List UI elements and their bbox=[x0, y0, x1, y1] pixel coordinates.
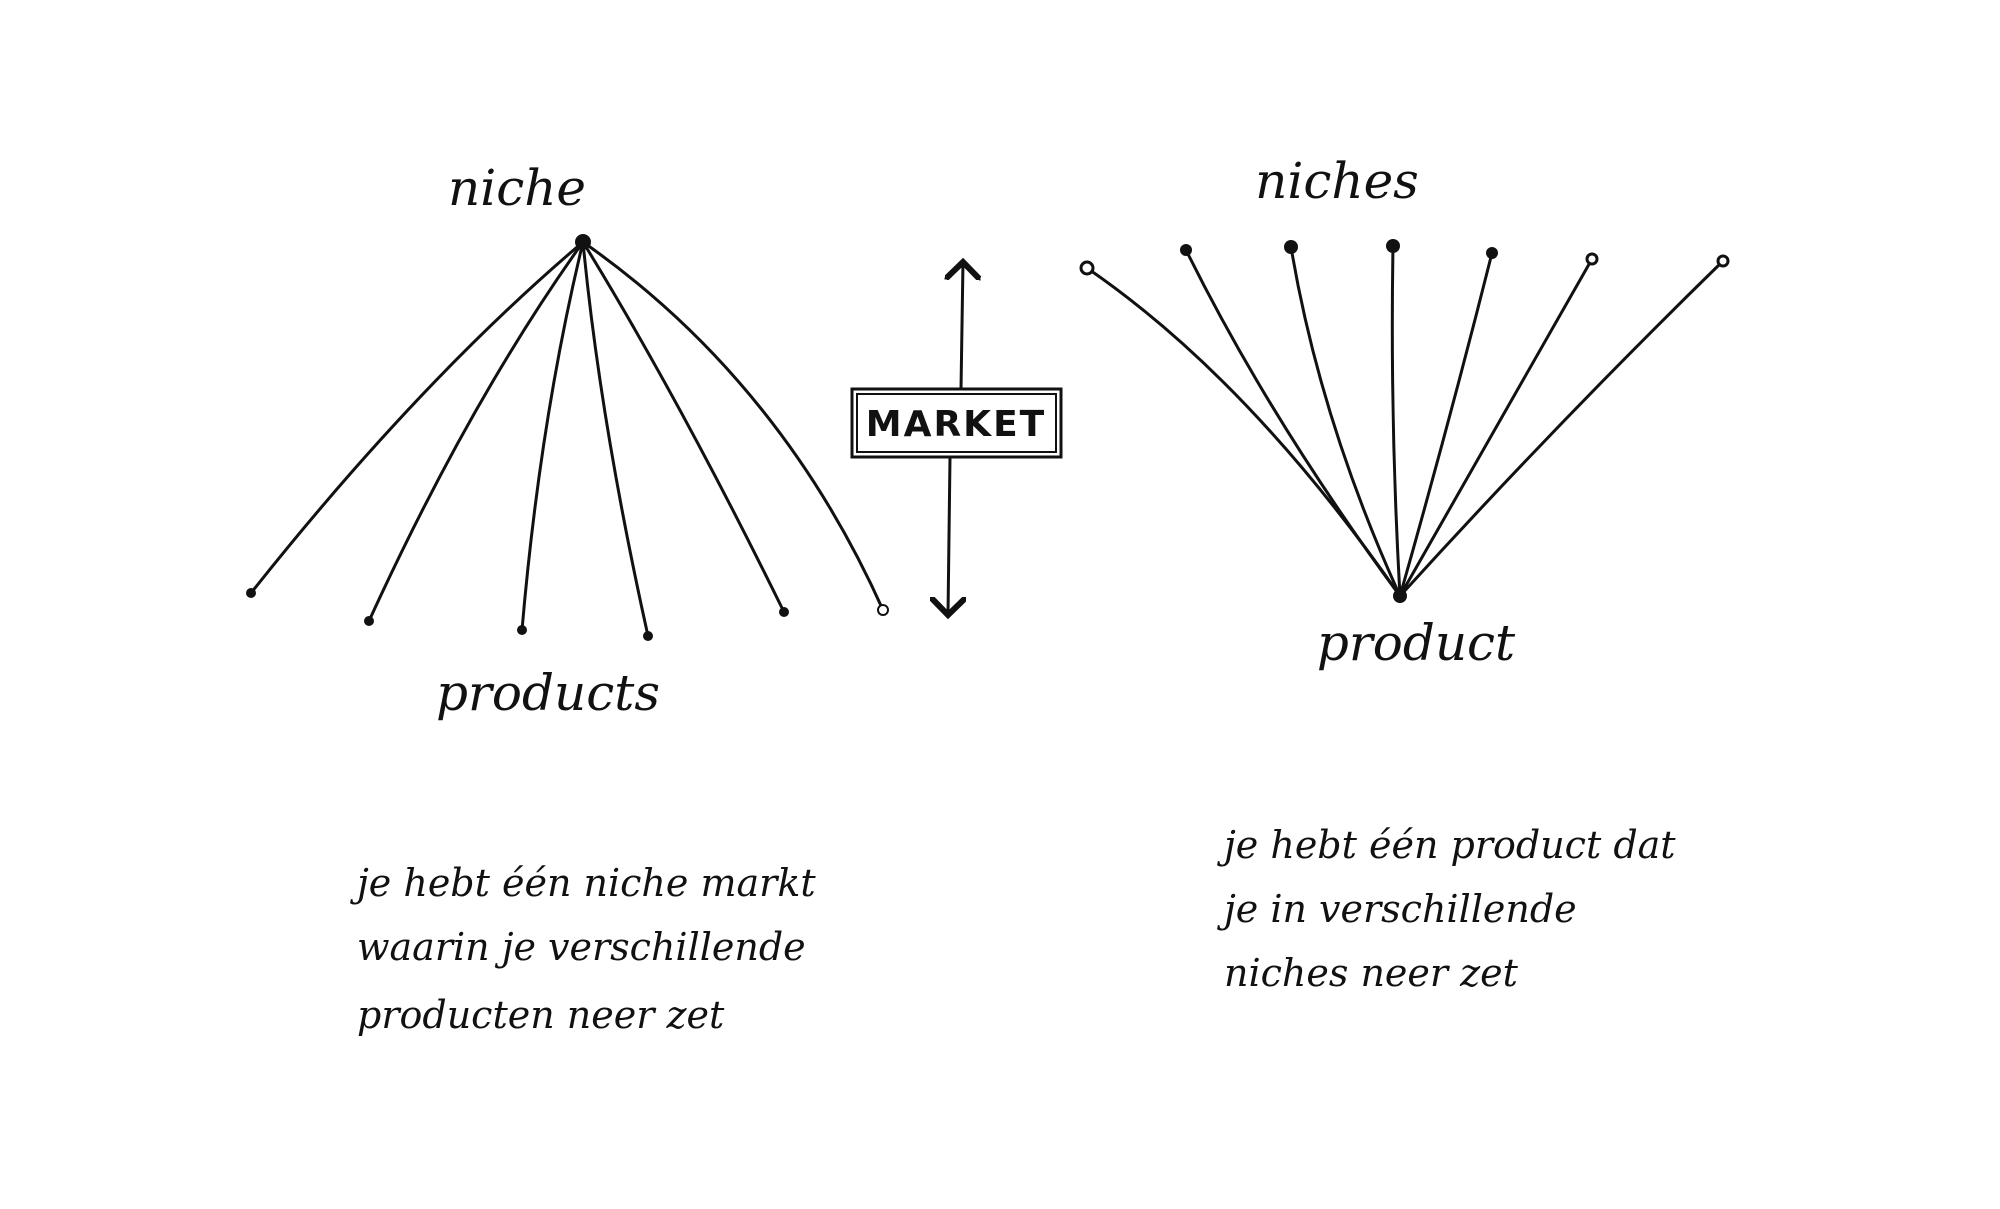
niche-node bbox=[1284, 240, 1298, 254]
product-node bbox=[877, 604, 889, 616]
right-note-line: niches neer zet bbox=[1224, 951, 1519, 995]
left-note-line: waarin je verschillende bbox=[357, 925, 806, 969]
edge bbox=[1085, 266, 1402, 598]
edge bbox=[249, 240, 585, 595]
right-diagram bbox=[1085, 244, 1725, 598]
arrow-up bbox=[961, 262, 963, 390]
niche-node bbox=[1180, 244, 1192, 256]
niche-node bbox=[1716, 254, 1730, 268]
product-node bbox=[1393, 589, 1407, 603]
niche-node bbox=[1386, 239, 1400, 253]
edge bbox=[581, 240, 650, 638]
product-node bbox=[246, 588, 256, 598]
right-note-line: je in verschillende bbox=[1217, 887, 1577, 931]
niches-label: niches bbox=[1255, 152, 1419, 210]
niche-label: niche bbox=[448, 159, 586, 217]
edge bbox=[1398, 251, 1494, 598]
edge bbox=[1289, 245, 1402, 598]
niche-node bbox=[1486, 247, 1498, 259]
market-box bbox=[850, 387, 1063, 459]
left-nodes bbox=[246, 234, 889, 641]
arrow-down bbox=[948, 456, 950, 615]
products-label: products bbox=[436, 664, 660, 722]
product-node bbox=[517, 625, 527, 635]
right-note-line: je hebt één product dat bbox=[1217, 823, 1676, 867]
edge bbox=[581, 240, 786, 614]
edge bbox=[1390, 244, 1402, 598]
edge bbox=[1398, 257, 1594, 598]
product-node bbox=[643, 631, 653, 641]
edge bbox=[1184, 248, 1402, 598]
left-note-line: producten neer zet bbox=[357, 993, 725, 1037]
niche-node bbox=[1585, 252, 1599, 266]
edge bbox=[581, 240, 885, 612]
niche-node bbox=[1079, 260, 1095, 276]
product-label: product bbox=[1317, 614, 1516, 672]
edge bbox=[1398, 259, 1725, 598]
edge bbox=[367, 240, 585, 623]
left-note-line: je hebt één niche markt bbox=[350, 861, 816, 905]
product-node bbox=[364, 616, 374, 626]
market-axis bbox=[850, 262, 1063, 615]
right-nodes bbox=[1079, 239, 1730, 603]
left-diagram bbox=[249, 240, 885, 638]
edge bbox=[520, 240, 585, 632]
product-node bbox=[779, 607, 789, 617]
market-label: MARKET bbox=[866, 404, 1046, 445]
niche-node bbox=[575, 234, 591, 250]
